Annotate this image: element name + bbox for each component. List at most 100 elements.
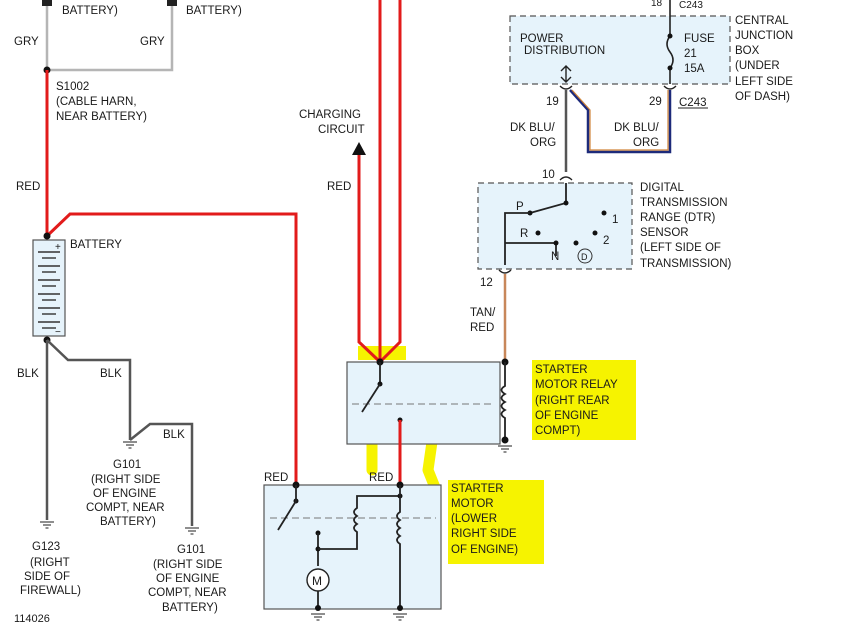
dtr-contact-n bbox=[553, 240, 559, 246]
fuse-symbol bbox=[666, 0, 674, 84]
battery: + − BATTERY bbox=[32, 232, 122, 344]
dtr-pos-1: 1 bbox=[612, 214, 618, 226]
org-stripe-wire bbox=[571, 89, 669, 151]
g101-a-desc-1: (RIGHT SIDE bbox=[91, 474, 161, 486]
s1002-desc-2: NEAR BATTERY) bbox=[56, 111, 147, 123]
motor-label-2: MOTOR bbox=[451, 498, 494, 510]
relay-body bbox=[346, 361, 501, 445]
g101-b-label: G101 bbox=[177, 544, 205, 556]
power-distribution-label-2: DISTRIBUTION bbox=[524, 45, 605, 57]
motor-hold-coil bbox=[318, 495, 400, 550]
motor-label-4: RIGHT SIDE bbox=[451, 528, 517, 540]
gry-label-left: GRY bbox=[14, 36, 39, 48]
starter-motor-relay: STARTER MOTOR RELAY (RIGHT REAR OF ENGIN… bbox=[346, 358, 618, 453]
red-label-left: RED bbox=[16, 181, 40, 193]
pin-19-label: 19 bbox=[546, 96, 559, 108]
fuse-label: FUSE bbox=[684, 33, 715, 45]
charging-arrow bbox=[352, 142, 366, 155]
motor-ground-terminal bbox=[315, 605, 321, 611]
g101-a-desc-4: BATTERY) bbox=[100, 516, 156, 528]
red-label-charging: RED bbox=[327, 181, 351, 193]
battery-feed-group: BATTERY) BATTERY) GRY GRY S1002 (CABLE H… bbox=[14, 0, 242, 123]
pin-18-label: 18 bbox=[651, 0, 663, 9]
dkblu-label-right-1: DK BLU/ bbox=[614, 122, 660, 134]
battery-positive-terminal bbox=[43, 232, 51, 240]
figure-id: 114026 bbox=[14, 613, 50, 625]
junction-box-outline bbox=[509, 15, 731, 85]
blk-label-right: BLK bbox=[163, 429, 185, 441]
relay-ground-symbol bbox=[498, 445, 512, 453]
dtr-pos-d: D bbox=[581, 252, 588, 262]
motor-symbol-letter: M bbox=[312, 574, 322, 588]
cjb-label-6: OF DASH) bbox=[735, 91, 790, 103]
dtr-contact-1 bbox=[601, 210, 607, 216]
relay-label-5: COMPT) bbox=[535, 425, 581, 437]
connector-pin-29 bbox=[663, 85, 677, 90]
battery-minus-sign: − bbox=[55, 327, 61, 338]
fuse-terminal-bottom bbox=[667, 65, 673, 71]
dtr-sensor: 10 P R N D 1 2 12 DIGITAL TRANSMISSION R… bbox=[477, 169, 732, 289]
pin-10-label: 10 bbox=[542, 169, 555, 181]
motor-label-5: OF ENGINE) bbox=[451, 544, 518, 556]
g101-b-desc-3: COMPT, NEAR bbox=[148, 587, 227, 599]
g123-desc-2: SIDE OF bbox=[24, 571, 70, 583]
fuse-terminal-top bbox=[667, 33, 673, 39]
relay-label-1: STARTER bbox=[535, 364, 588, 376]
motor-coil-ground-terminal bbox=[397, 605, 403, 611]
relay-ground-terminal bbox=[501, 436, 509, 444]
s1002-desc-1: (CABLE HARN, bbox=[56, 96, 137, 108]
red-label-motor-left: RED bbox=[264, 472, 288, 484]
battery-label: BATTERY bbox=[70, 239, 122, 251]
relay-label-3: (RIGHT REAR bbox=[535, 395, 610, 407]
battery-label-top-left: BATTERY) bbox=[62, 5, 118, 17]
distribution-arrow-icon bbox=[560, 65, 572, 83]
connector-top-right bbox=[167, 0, 177, 6]
s1002-label: S1002 bbox=[56, 81, 89, 93]
dkblu-wire-fuse-loop bbox=[569, 89, 672, 154]
dtr-sensor-outline bbox=[477, 182, 633, 270]
black-wire-to-g101-a bbox=[46, 339, 132, 440]
dtr-contact-r bbox=[535, 230, 541, 236]
connector-c243-top: C243 bbox=[679, 0, 703, 11]
highlight-markings bbox=[358, 346, 636, 564]
red-wire-feed-2 bbox=[380, 0, 402, 362]
relay-coil bbox=[500, 362, 507, 440]
fuse-number: 21 bbox=[684, 48, 697, 60]
dtr-label-4: SENSOR bbox=[640, 227, 689, 239]
ground-symbol-g101-b bbox=[185, 527, 199, 535]
dtr-pos-p: P bbox=[516, 201, 524, 213]
tanred-label-1: TAN/ bbox=[470, 307, 496, 319]
connector-top-left bbox=[42, 0, 52, 6]
cjb-label-1: CENTRAL bbox=[735, 15, 789, 27]
battery-label-top-right: BATTERY) bbox=[186, 5, 242, 17]
highlight-relay-label bbox=[532, 360, 636, 440]
dtr-d-circle bbox=[577, 248, 593, 264]
dtr-label-6: TRANSMISSION) bbox=[640, 258, 732, 270]
battery-body bbox=[32, 239, 66, 337]
g123-desc-1: (RIGHT bbox=[30, 557, 70, 569]
motor-ground-symbol-a bbox=[311, 613, 325, 621]
ground-symbol-g123 bbox=[40, 521, 54, 529]
motor-label-1: STARTER bbox=[451, 483, 504, 495]
dtr-pos-r: R bbox=[520, 228, 528, 240]
central-junction-box: POWER DISTRIBUTION FUSE 21 15A 18 C243 C… bbox=[509, 0, 793, 103]
connector-c243-label: C243 bbox=[679, 97, 707, 109]
black-wire-to-g101-b bbox=[129, 422, 194, 526]
motor-body bbox=[263, 484, 442, 610]
gry-label-right: GRY bbox=[140, 36, 165, 48]
tanred-label-2: RED bbox=[470, 322, 494, 334]
dtr-contact-2 bbox=[592, 230, 598, 236]
g101-b-desc-1: (RIGHT SIDE bbox=[153, 559, 223, 571]
highlight-motor-label bbox=[448, 480, 544, 564]
dtr-label-1: DIGITAL bbox=[640, 182, 684, 194]
dkblu-label-left-1: DK BLU/ bbox=[510, 122, 556, 134]
cjb-label-3: BOX bbox=[735, 45, 760, 57]
dtr-label-2: TRANSMISSION bbox=[640, 197, 728, 209]
blk-label-left: BLK bbox=[17, 368, 39, 380]
power-distribution-label-1: POWER bbox=[520, 33, 563, 45]
dkblu-label-right-2: ORG bbox=[633, 137, 659, 149]
motor-ground-symbol-b bbox=[393, 613, 407, 621]
dtr-label-5: (LEFT SIDE OF bbox=[640, 242, 721, 254]
gray-wire-right bbox=[47, 6, 174, 72]
